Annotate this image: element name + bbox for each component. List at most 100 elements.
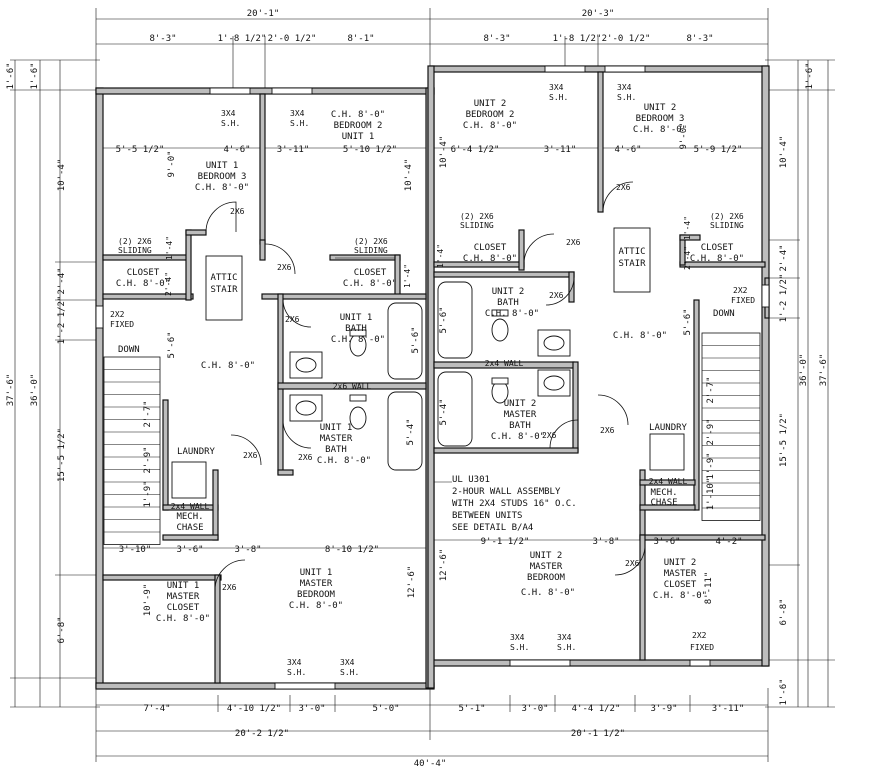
stair-flight-unit-2 [701,332,761,521]
u2-mbed-l0: UNIT 2 [530,551,563,561]
ul-note: UL U301 2-HOUR WALL ASSEMBLY WITH 2X4 ST… [434,475,577,533]
dim-top-6: 8'-3" [483,34,510,44]
dim-left-7: 36'-0" [30,374,40,407]
u2-sliding-a-1: (2) 2X6 [460,212,494,221]
u1-mbed-l1: MASTER [300,579,333,589]
u1-bed2-l0: C.H. 8'-0" [331,110,385,120]
dim-int-21: 2'-7" [706,376,716,403]
u2-hall-l0: C.H. 8'-0" [613,331,667,341]
dim-bot-3: 5'-0" [372,704,399,714]
u2-bed2-l1: BEDROOM 2 [466,110,515,120]
u2-mbed-l1: MASTER [530,562,563,572]
u1-attic-l1: STAIR [210,285,238,295]
u2-bed2-l2: C.H. 8'-0" [463,121,517,131]
u2-bath-l0: UNIT 2 [492,287,525,297]
u2-attic-l0: ATTIC [618,247,645,257]
windows [95,65,770,690]
dim-int-26: 3'-6" [176,545,203,555]
note-line-3: BETWEEN UNITS [452,511,522,521]
dim-int-27: 3'-8" [234,545,261,555]
door-2x6-j: 2X6 [542,431,557,440]
note-line-2: WITH 2X4 STUDS 16" O.C. [452,499,577,509]
dim-int-5: 10'-4" [404,159,414,192]
dims-right-text: 1'-6" 1'-6" 10'-4" 2'-4" 1'-2 1/2" 15'-5… [779,62,829,705]
u2-closet-b-l0: CLOSET [701,243,734,253]
down-label-u2: DOWN [713,309,735,319]
dim-int-18: 2'-7" [143,400,153,427]
u2-mbath-l3: C.H. 8'-0" [491,432,545,442]
dim-int-20: 1'-9" [143,480,153,507]
u1-bath-l1: BATH [345,324,367,334]
u1-closet-a-l1: C.H. 8'-0" [116,279,170,289]
door-2x6-e: 2X6 [298,453,313,462]
win-sh-e: S.H. [287,668,306,677]
u2-mcloset-l3: C.H. 8'-0" [653,591,707,601]
door-2x6-a: 2X6 [230,207,245,216]
dim-left-3: 2'-4" [57,267,67,294]
door-2x6-k: 2X6 [600,426,615,435]
dim-right-7: 36'-0" [799,354,809,387]
doors [105,181,762,591]
dims-top-text: 20'-1" 20'-3" 8'-3" 1'-8 1/2" 2'-0 1/2" … [149,9,713,44]
dim-int-2: 3'-11" [277,145,310,155]
u2-closet-b-l1: C.H. 8'-0" [690,254,744,264]
u2-sliding-b-2: SLIDING [710,221,744,230]
dim-right-8: 37'-6" [819,354,829,387]
dim-bot-1: 4'-10 1/2" [227,704,281,714]
u1-mcloset-l0: UNIT 1 [167,581,200,591]
dim-left-6: 6'-8" [57,616,67,643]
u1-mech-wall-label: 2x4 WALL [171,502,210,511]
u1-mbath-l1: MASTER [320,434,353,444]
dim-bot-11: 40'-4" [414,759,447,768]
dim-top-0: 20'-1" [247,9,280,19]
dim-left-4: 1'-2 1/2" [57,296,67,345]
u2-sliding-b-1: (2) 2X6 [710,212,744,221]
dim-int-33: 9'-1 1/2" [481,537,530,547]
dim-left-5: 15'-5 1/2" [57,428,67,482]
dim-left-2: 10'-4" [57,159,67,192]
u1-sliding-a-2: SLIDING [118,246,152,255]
dim-int-6: 6'-4 1/2" [451,145,500,155]
win-sh-a: S.H. [221,119,240,128]
wall-2x6-label: 2x6 WALL [333,382,372,391]
dim-bot-9: 20'-2 1/2" [235,729,289,739]
win-sh-f: S.H. [340,668,359,677]
dim-int-10: 9'-0" [679,122,689,149]
dim-int-30: 3'-8" [592,537,619,547]
dim-int-36: 8'-11" [704,572,714,605]
stairs [103,332,761,545]
dim-top-8: 2'-0 1/2" [602,34,651,44]
dim-int-24: 1'-10" [706,478,716,511]
u2-mech-l1: CHASE [650,498,677,508]
win-3x4-d: 3X4 [617,83,632,92]
dim-right-0: 1'-6" [805,62,815,89]
door-2x6-f: 2X6 [222,583,237,592]
u2-closet-a-l0: CLOSET [474,243,507,253]
u1-bed3-l2: C.H. 8'-0" [195,183,249,193]
room-labels: UNIT 1 BEDROOM 3 C.H. 8'-0" C.H. 8'-0" B… [116,99,744,624]
u1-closet-b-l1: C.H. 8'-0" [343,279,397,289]
u1-mbed-l3: C.H. 8'-0" [289,601,343,611]
dim-bot-4: 5'-1" [458,704,485,714]
u1-closet-a-l0: CLOSET [127,268,160,278]
u1-mcloset-l1: MASTER [167,592,200,602]
dimension-lines [10,8,835,762]
u2-fixed-4: FIXED [690,643,714,652]
walls [95,65,770,690]
u1-sliding-a-1: (2) 2X6 [118,237,152,246]
dim-int-14: 5'-6" [439,306,449,333]
dim-int-17: 5'-4" [406,418,416,445]
dim-bot-6: 4'-4 1/2" [572,704,621,714]
dim-top-1: 20'-3" [582,9,615,19]
door-2x6-c: 2X6 [285,315,300,324]
misc-labels: DOWN DOWN 2x6 WALL 2x4 WALL 2x4 WALL 2x4… [110,83,755,677]
dim-bot-2: 3'-0" [298,704,325,714]
win-3x4-e: 3X4 [287,658,302,667]
dim-bot-7: 3'-9" [650,704,677,714]
u2-bath-l1: BATH [497,298,519,308]
dim-bot-0: 7'-4" [143,704,170,714]
dim-bot-5: 3'-0" [521,704,548,714]
u2-mcloset-l1: MASTER [664,569,697,579]
u2-mbed-l3: C.H. 8'-0" [521,588,575,598]
